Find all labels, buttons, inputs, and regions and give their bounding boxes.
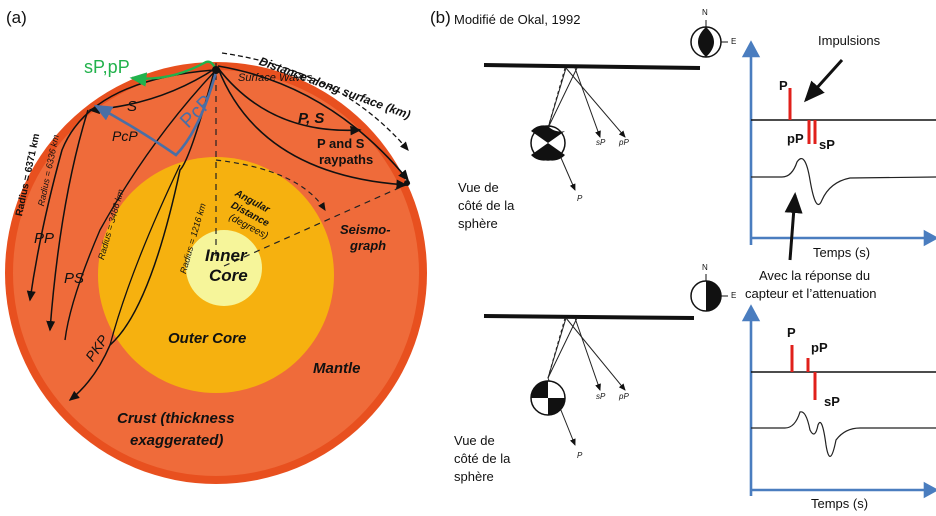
- bottom-waveform: [751, 411, 936, 457]
- pp-label: PP: [34, 230, 55, 247]
- compass-e-bottom: E: [731, 291, 737, 300]
- credit-text: Modifié de Okal, 1992: [454, 12, 581, 27]
- side-view-top-line2: côté de la: [458, 198, 515, 213]
- side-view-top-line3: sphère: [458, 216, 498, 231]
- ray-label-p-bottom: P: [577, 451, 583, 460]
- station-dot: [404, 180, 410, 186]
- ray-label-p-top: P: [577, 194, 583, 203]
- inner-core-label-1: Inner: [205, 246, 247, 265]
- outer-core-label: Outer Core: [168, 330, 247, 347]
- ray-label-sp-bottom: sP: [596, 392, 606, 401]
- compass-e-top: E: [731, 37, 737, 46]
- mantle-label: Mantle: [313, 360, 361, 377]
- ray-label-sp-top: sP: [596, 138, 606, 147]
- inner-core-label-2: Core: [209, 266, 248, 285]
- seismograph-label-1: Seismo-: [340, 222, 391, 237]
- top-phase-sp: sP: [819, 137, 835, 152]
- ps-label: P, S: [298, 110, 325, 127]
- compass-beachball-top: [690, 20, 728, 58]
- seismograph-label-2: graph: [350, 238, 387, 253]
- bottom-time-axis-label: Temps (s): [811, 496, 869, 511]
- bottom-phase-pp: pP: [811, 340, 828, 355]
- crust-label-1: Crust (thickness: [117, 410, 235, 427]
- surface-line-top: [483, 63, 701, 70]
- surface-line-bottom: [483, 314, 695, 320]
- top-time-axis-label: Temps (s): [813, 245, 871, 260]
- bottom-phase-p: P: [787, 325, 796, 340]
- beachball-top: [530, 125, 566, 161]
- side-view-bottom-line2: côté de la: [454, 451, 511, 466]
- s-label: S: [127, 98, 138, 115]
- response-label-2: capteur et l’attenuation: [745, 286, 877, 301]
- side-view-top-line1: Vue de: [458, 180, 499, 195]
- impulsions-label: Impulsions: [818, 33, 881, 48]
- top-phase-p: P: [779, 78, 788, 93]
- crust-label-2: exaggerated): [130, 432, 224, 449]
- source-dot: [212, 66, 220, 74]
- compass-n-top: N: [702, 8, 708, 17]
- side-view-bottom-line1: Vue de: [454, 433, 495, 448]
- top-waveform: [751, 158, 936, 205]
- inner-core-layer: [186, 230, 262, 306]
- ray-label-pp-bottom: pP: [619, 392, 629, 401]
- side-view-bottom-line3: sphère: [454, 469, 494, 484]
- ray-label-pp-top: pP: [619, 138, 629, 147]
- raypaths-label: raypaths: [319, 152, 374, 167]
- surface-waves-label: Surface Waves: [238, 72, 313, 84]
- ps-ray-label: PS: [64, 270, 85, 287]
- compass-beachball-bottom: [690, 274, 728, 312]
- bottom-phase-sp: sP: [824, 394, 840, 409]
- p-and-s-label: P and S: [317, 136, 365, 151]
- response-label-1: Avec la réponse du: [759, 268, 871, 283]
- top-phase-pp: pP: [787, 131, 804, 146]
- beachball-bottom: [530, 380, 566, 416]
- panel-a-label: (a): [6, 8, 27, 27]
- pcp-small-label: PcP: [112, 128, 138, 144]
- compass-n-bottom: N: [702, 263, 708, 272]
- spp-label: sP,pP: [84, 57, 130, 77]
- top-plot: [741, 40, 936, 247]
- bottom-plot: [741, 304, 936, 499]
- panel-b-label: (b): [430, 8, 451, 27]
